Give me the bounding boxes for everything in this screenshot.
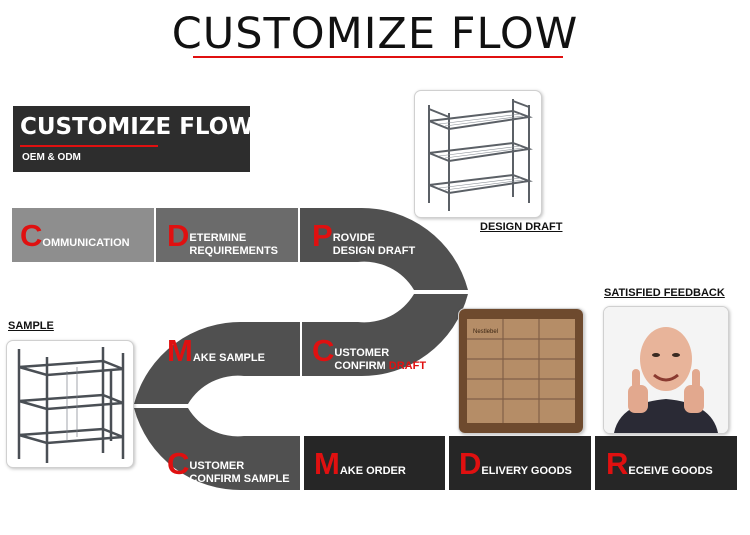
step-box-determine-requirements [156,208,298,262]
label-satisfied-feedback: SATISFIED FEEDBACK [604,287,725,299]
satisfied-feedback-photo [603,306,729,434]
title-underline [193,56,563,58]
label-design-draft: DESIGN DRAFT [480,221,563,233]
step-box-receive-goods [595,436,737,490]
step-box-make-sample [134,321,300,404]
step-delivery-goods: DELIVERY GOODS [459,446,572,481]
step-box-communication [12,208,154,262]
sample-photo [6,340,134,468]
bunk-bed-sample-icon [17,347,125,463]
step-make-sample: MAKE SAMPLE [167,333,265,368]
design-draft-photo [414,90,542,218]
customize-flow-banner: CUSTOMIZE FLOW OEM & ODM [13,106,254,172]
boxed-pallet-icon: Nestlebel [459,309,583,433]
banner-subtitle: OEM & ODM [22,152,81,163]
delivery-goods-photo: Nestlebel [458,308,584,434]
step-receive-goods: RECEIVE GOODS [606,446,713,481]
thumbs-up-man-icon [604,307,728,433]
step-box-make-order [304,436,445,490]
box-brand-text: Nestlebel [473,329,498,335]
step-box-provide-design-draft [300,207,468,290]
step-communication: COMMUNICATION [20,218,130,253]
step-make-order: MAKE ORDER [314,446,406,481]
step-box-customer-confirm-sample [134,408,300,491]
step-box-customer-confirm-draft [302,294,468,377]
bunk-bed-drawing-icon [428,99,533,211]
page-title: CUSTOMIZE FLOW [171,9,579,59]
label-sample: SAMPLE [8,320,54,332]
banner-rule [20,145,158,147]
banner-title: CUSTOMIZE FLOW [20,114,254,140]
step-box-delivery-goods [449,436,591,490]
